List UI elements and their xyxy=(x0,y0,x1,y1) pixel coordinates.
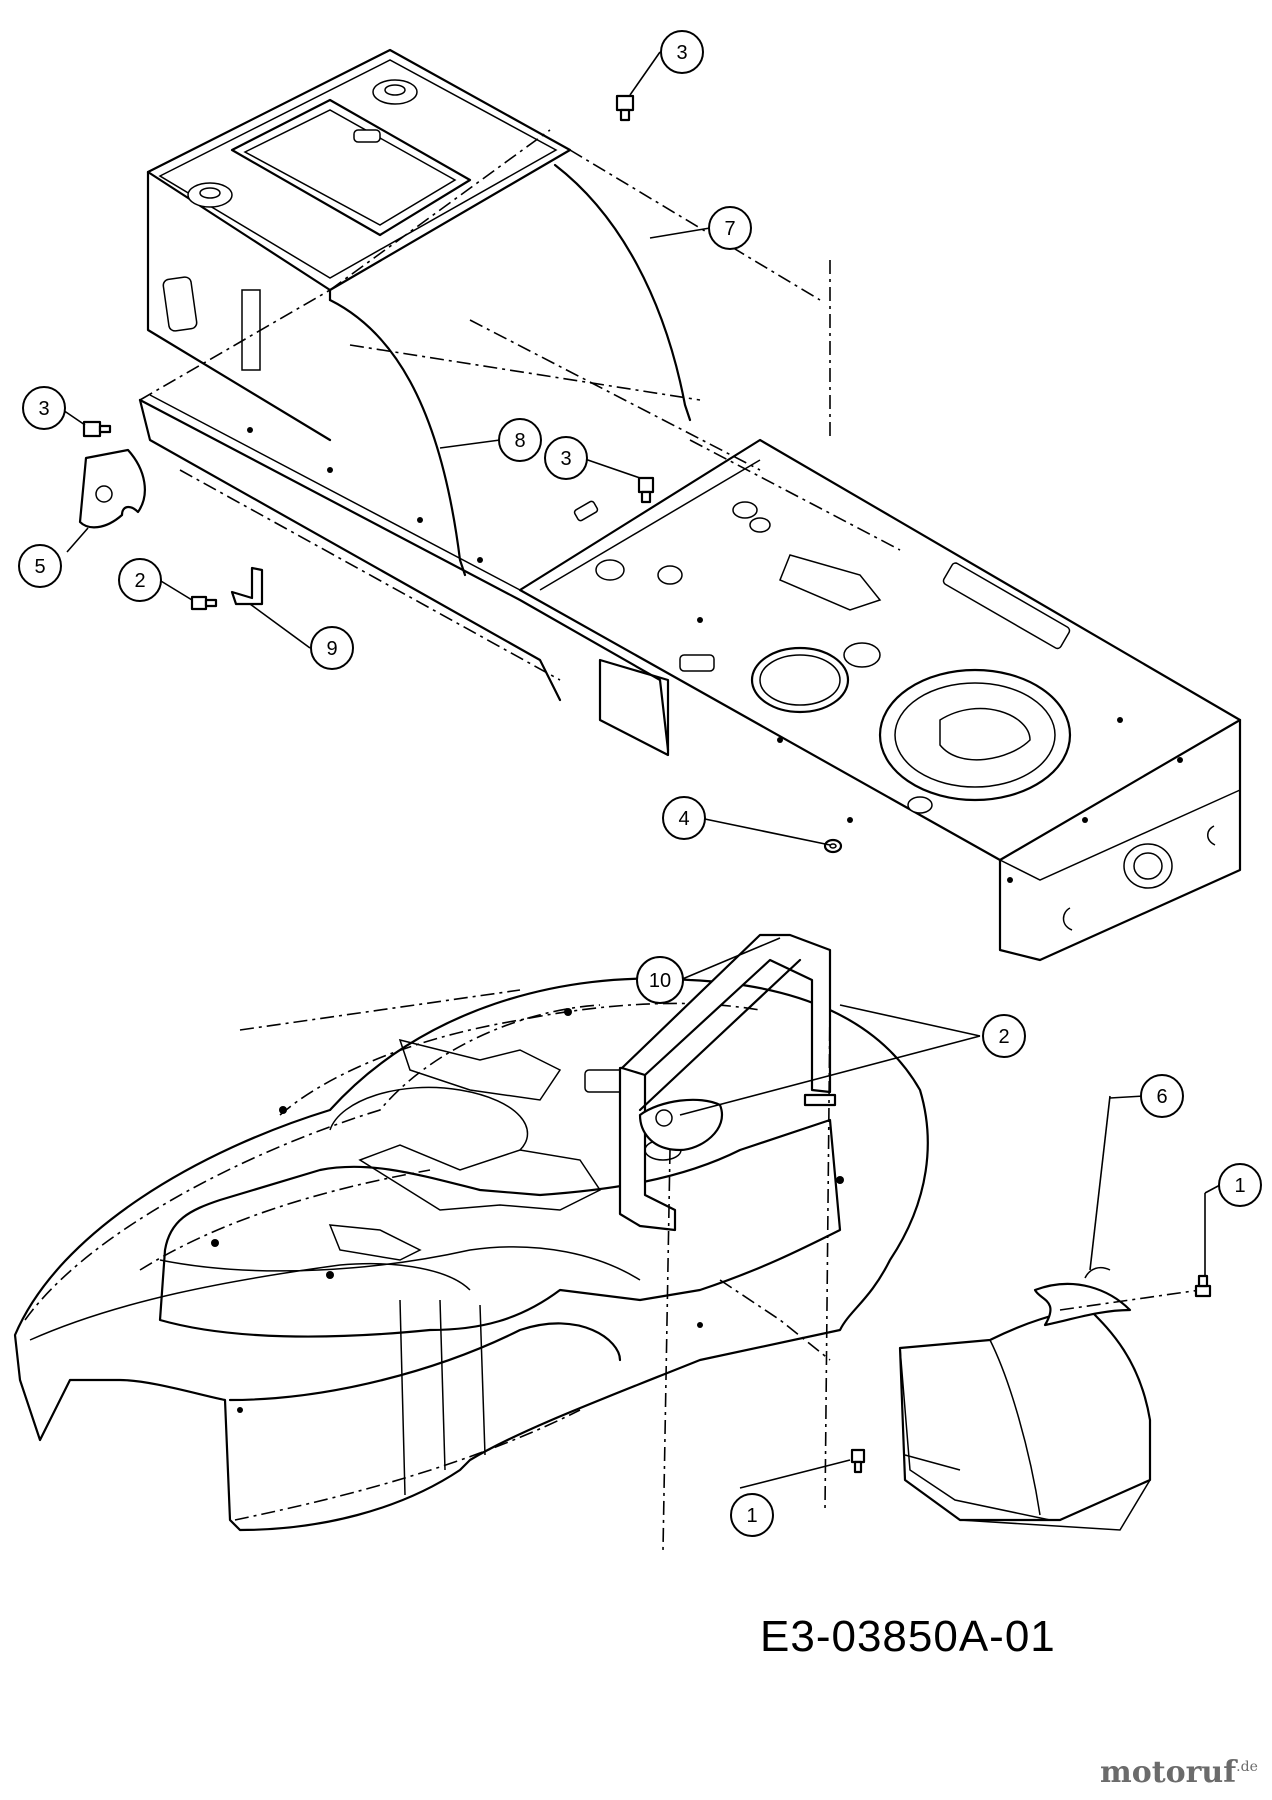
svg-text:6: 6 xyxy=(1156,1086,1167,1108)
callout-8: 8 xyxy=(498,418,542,462)
nut-4 xyxy=(823,838,843,854)
plate-5 xyxy=(78,448,146,529)
svg-text:3: 3 xyxy=(38,398,49,420)
callout-2-left: 2 xyxy=(118,558,162,602)
callout-7: 7 xyxy=(708,206,752,250)
bolt-1-right xyxy=(1194,1274,1212,1298)
mower-deck xyxy=(13,977,929,1532)
frame-assembly xyxy=(138,48,1242,962)
side-panel-7 xyxy=(553,163,692,422)
callout-4: 4 xyxy=(662,796,706,840)
watermark-name: motoruf xyxy=(1100,1755,1237,1790)
watermark-suffix: .de xyxy=(1236,1759,1258,1775)
callout-3-left: 3 xyxy=(22,386,66,430)
bolt-3-top xyxy=(615,94,635,122)
callout-6: 6 xyxy=(1140,1074,1184,1118)
callout-3-middle: 3 xyxy=(544,436,588,480)
callout-5: 5 xyxy=(18,544,62,588)
bolt-1-bottom xyxy=(850,1448,866,1474)
callout-10: 10 xyxy=(636,956,684,1004)
handle-10 xyxy=(618,1066,677,1232)
svg-text:8: 8 xyxy=(514,430,525,452)
callout-1-right: 1 xyxy=(1218,1163,1262,1207)
callout-9: 9 xyxy=(310,626,354,670)
callout-1-bottom: 1 xyxy=(730,1493,774,1537)
svg-text:3: 3 xyxy=(676,42,687,64)
watermark-logo: motoruf.de xyxy=(1100,1755,1258,1790)
drawing-code: E3-03850A-01 xyxy=(760,1612,1056,1661)
callout-3-top: 3 xyxy=(660,30,704,74)
svg-text:2: 2 xyxy=(998,1026,1009,1048)
svg-text:1: 1 xyxy=(1234,1175,1245,1197)
bolt-2-left xyxy=(190,595,218,611)
svg-text:9: 9 xyxy=(326,638,337,660)
bolt-3-middle xyxy=(637,476,655,504)
svg-text:3: 3 xyxy=(560,448,571,470)
leader-lines xyxy=(59,51,1221,1489)
svg-text:5: 5 xyxy=(34,556,45,578)
callout-2-right: 2 xyxy=(982,1014,1026,1058)
svg-text:4: 4 xyxy=(678,808,689,830)
svg-text:10: 10 xyxy=(649,970,671,992)
deflector-6 xyxy=(898,1266,1201,1531)
svg-text:7: 7 xyxy=(724,218,735,240)
bolt-3-left xyxy=(82,420,112,438)
bracket-9 xyxy=(230,566,264,606)
svg-text:2: 2 xyxy=(134,570,145,592)
svg-text:1: 1 xyxy=(746,1505,757,1527)
side-panel-8 xyxy=(328,298,467,577)
